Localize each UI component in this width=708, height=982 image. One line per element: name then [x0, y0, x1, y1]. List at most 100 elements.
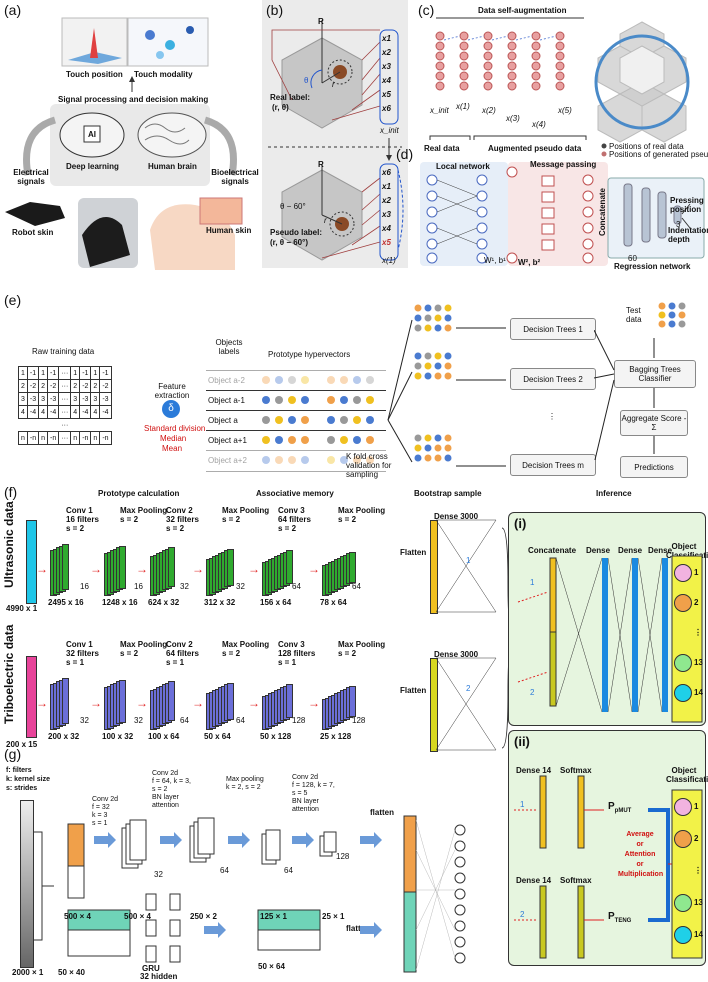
x1-label: x(1) [382, 256, 396, 265]
x-bottom-list: x6 x1 x2 x3 x4 x5 [382, 168, 396, 252]
raw-table-cell: 2 [38, 379, 49, 393]
raw-table-cell: -n [79, 431, 92, 445]
route-1-u: 1 [466, 556, 471, 565]
prototype-calc-header: Prototype calculation [98, 489, 180, 498]
red-arrow: → [192, 696, 204, 710]
class-circle [674, 926, 692, 944]
bootstrap-dot [444, 352, 452, 360]
x-top-list: x1 x2 x3 x4 x5 x6 [382, 34, 396, 118]
hypervector-dot [353, 416, 361, 424]
predictions-box: Predictions [620, 456, 688, 478]
decision-trees-1: Decision Trees 1 [510, 318, 596, 340]
hypervector-dot [301, 416, 309, 424]
hypervector-dot [275, 396, 283, 404]
raw-table-cell: 2 [18, 379, 28, 393]
test-data-dot [658, 302, 666, 310]
x-init-label: x_init [380, 126, 399, 135]
aggregate-score-box: Aggregate Score - Σ [620, 410, 688, 436]
bootstrap-dot [414, 314, 422, 322]
objects-labels-header: Objects labels [215, 338, 243, 356]
bootstrap-header: Bootstrap sample [414, 489, 482, 498]
message-passing-label: Message passing [530, 160, 597, 169]
bootstrap-dot [434, 362, 442, 370]
test-data-dot [668, 302, 676, 310]
class-number: 13 [694, 898, 703, 907]
hypervector-dot [340, 436, 348, 444]
hypervector-dot [275, 456, 283, 464]
object-row-a-1: Object a-1 [206, 390, 386, 411]
t-layer-b: s = 1 [278, 658, 297, 667]
class-number: 2 [694, 834, 699, 843]
bootstrap-dot [424, 362, 432, 370]
t-feature-stack [322, 672, 366, 732]
bootstrap-dot [424, 372, 432, 380]
u-layer-depth: 16 [80, 582, 89, 591]
hypervector-dot [366, 376, 374, 384]
red-arrow: → [136, 696, 148, 710]
u-feature-stack [150, 538, 194, 598]
u-layer-name: Max Pooling [120, 506, 168, 515]
x-init-vector [379, 29, 399, 125]
red-arrow: → [36, 696, 48, 710]
route-2-t: 2 [466, 684, 471, 693]
t-feature-stack [206, 672, 250, 732]
concatenate-label: Concatenate [528, 546, 577, 555]
bootstrap-dot [444, 304, 452, 312]
class-number: 13 [694, 658, 703, 667]
robot-skin-image [5, 202, 65, 226]
bootstrap-dot [434, 304, 442, 312]
x-top-1: x1 [382, 34, 391, 43]
col-label-x4: x(4) [532, 120, 546, 129]
flatten-label-t: Flatten [400, 686, 427, 695]
conv2-attn: attention [152, 802, 179, 809]
flatten-g-top: flatten [370, 808, 394, 817]
u-layer-b: s = 2 [66, 524, 85, 533]
g-dim-5: 25 × 1 [322, 912, 345, 921]
bootstrap-dot [444, 324, 452, 332]
hypervector-dot [353, 456, 361, 464]
hypervector-dot [262, 396, 270, 404]
t-layer-a: 64 filters [166, 649, 199, 658]
x-bottom-4: x3 [382, 210, 391, 219]
panel-label-ii: (ii) [514, 734, 530, 749]
class-number: 1 [694, 568, 699, 577]
hypervector-dot [301, 396, 309, 404]
softmax-label-b: Softmax [560, 876, 592, 885]
conv1-f: f = 32 [92, 804, 110, 811]
raw-table-cell: -4 [47, 405, 60, 419]
panel-c-graphics [429, 17, 690, 157]
u-feature-stack [322, 538, 366, 598]
obj-class-label-ii: Object Classification [666, 766, 708, 784]
dense3000-label-t: Dense 3000 [434, 650, 479, 659]
x-bottom-2: x1 [382, 182, 391, 191]
mean-label: Mean [162, 444, 183, 453]
dense14-label-b: Dense 14 [516, 876, 552, 885]
real-label-line1: Real label: [270, 93, 311, 102]
regression-network-label: Regression network [614, 262, 691, 271]
hypervector-dot [301, 456, 309, 464]
bootstrap-dot [444, 444, 452, 452]
bootstrap-dot [424, 454, 432, 462]
t-layer-dim: 25 x 128 [320, 732, 352, 741]
bootstrap-dot [414, 304, 422, 312]
robot-skin-label: Robot skin [12, 228, 54, 237]
t-layer-name: Max Pooling [338, 640, 386, 649]
object-row-a+2: Object a+2 [206, 450, 386, 472]
hypervector-dot [366, 436, 374, 444]
legend-gen-label: Positions of generated pseudo data [609, 150, 708, 159]
ultrasonic-input-dim: 4990 x 1 [6, 604, 38, 613]
theta-minus-label: θ − 60° [280, 202, 306, 211]
conv2-s: s = 2 [152, 786, 168, 793]
raw-table-cell: 3 [18, 392, 28, 406]
u-layer-name: Conv 2 [166, 506, 193, 515]
u-layer-depth: 16 [134, 582, 143, 591]
hypervector-dot [262, 456, 270, 464]
u-layer-depth: 32 [236, 582, 245, 591]
bootstrap-dot [434, 324, 442, 332]
